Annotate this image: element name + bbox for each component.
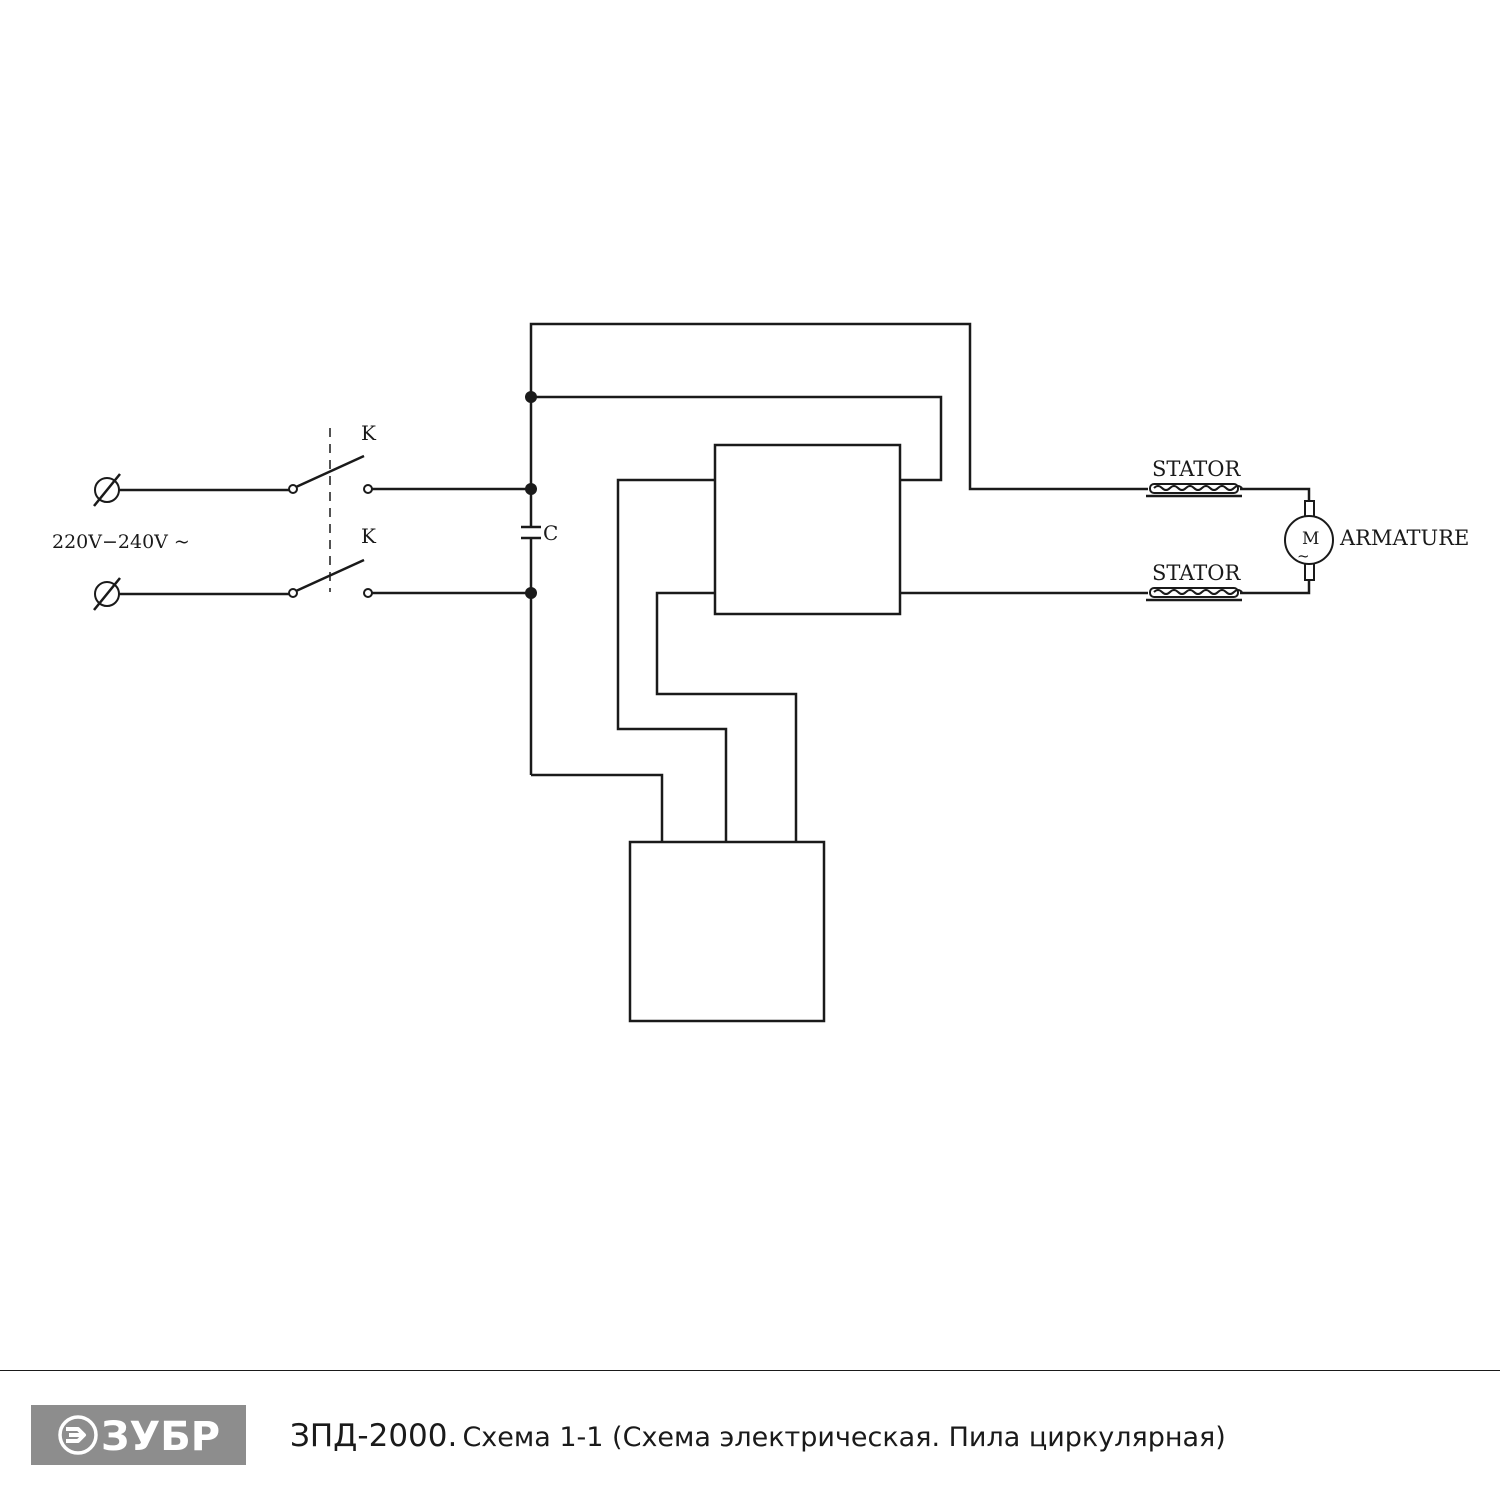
stator-label-bottom: STATOR — [1152, 561, 1241, 585]
brand-logo: ЗУБР — [31, 1405, 246, 1465]
switch-k-top — [288, 454, 373, 494]
supply-voltage-label: 220V−240V ~ — [52, 531, 190, 553]
brand-name: ЗУБР — [101, 1414, 220, 1460]
lower-module-box — [628, 840, 826, 1023]
armature-label: ARMATURE — [1339, 526, 1469, 550]
arrow-chevrons-icon — [58, 1415, 98, 1455]
input-terminal-top — [93, 473, 121, 507]
wire-control-left-outer — [616, 478, 728, 842]
switch-label-top: K — [361, 421, 377, 445]
wire-control-left-inner — [655, 591, 798, 842]
input-terminal-bottom — [93, 577, 121, 611]
capacitor-c — [521, 525, 541, 540]
junction-dot-3 — [525, 587, 537, 599]
wire-bus-to-lower-module — [531, 773, 664, 842]
diagram-description: Схема 1-1 (Схема электрическая. Пила цир… — [462, 1422, 1226, 1453]
stator-coil-bottom — [1146, 587, 1243, 602]
wire-stator-top-to-motor — [1240, 487, 1311, 501]
motor-armature — [1284, 500, 1334, 581]
capacitor-label: C — [543, 521, 558, 545]
motor-ac-symbol: ~ — [1297, 547, 1310, 565]
footer-divider — [0, 1370, 1500, 1371]
wire-bus-to-control-box — [531, 395, 943, 482]
junction-dot-1 — [525, 391, 537, 403]
switch-label-bottom: K — [361, 524, 377, 548]
junction-dot-2 — [525, 483, 537, 495]
control-module-box — [713, 443, 902, 616]
wire-top-loop-to-stator — [529, 322, 1148, 491]
footer-caption: ЗПД-2000. Схема 1-1 (Схема электрическая… — [290, 1418, 1226, 1454]
motor-symbol: M — [1302, 529, 1319, 549]
wire-stator-bottom-to-motor — [1240, 580, 1311, 595]
stator-coil-top — [1146, 483, 1243, 498]
stator-label-top: STATOR — [1152, 457, 1241, 481]
model-name: ЗПД-2000. — [290, 1418, 458, 1454]
